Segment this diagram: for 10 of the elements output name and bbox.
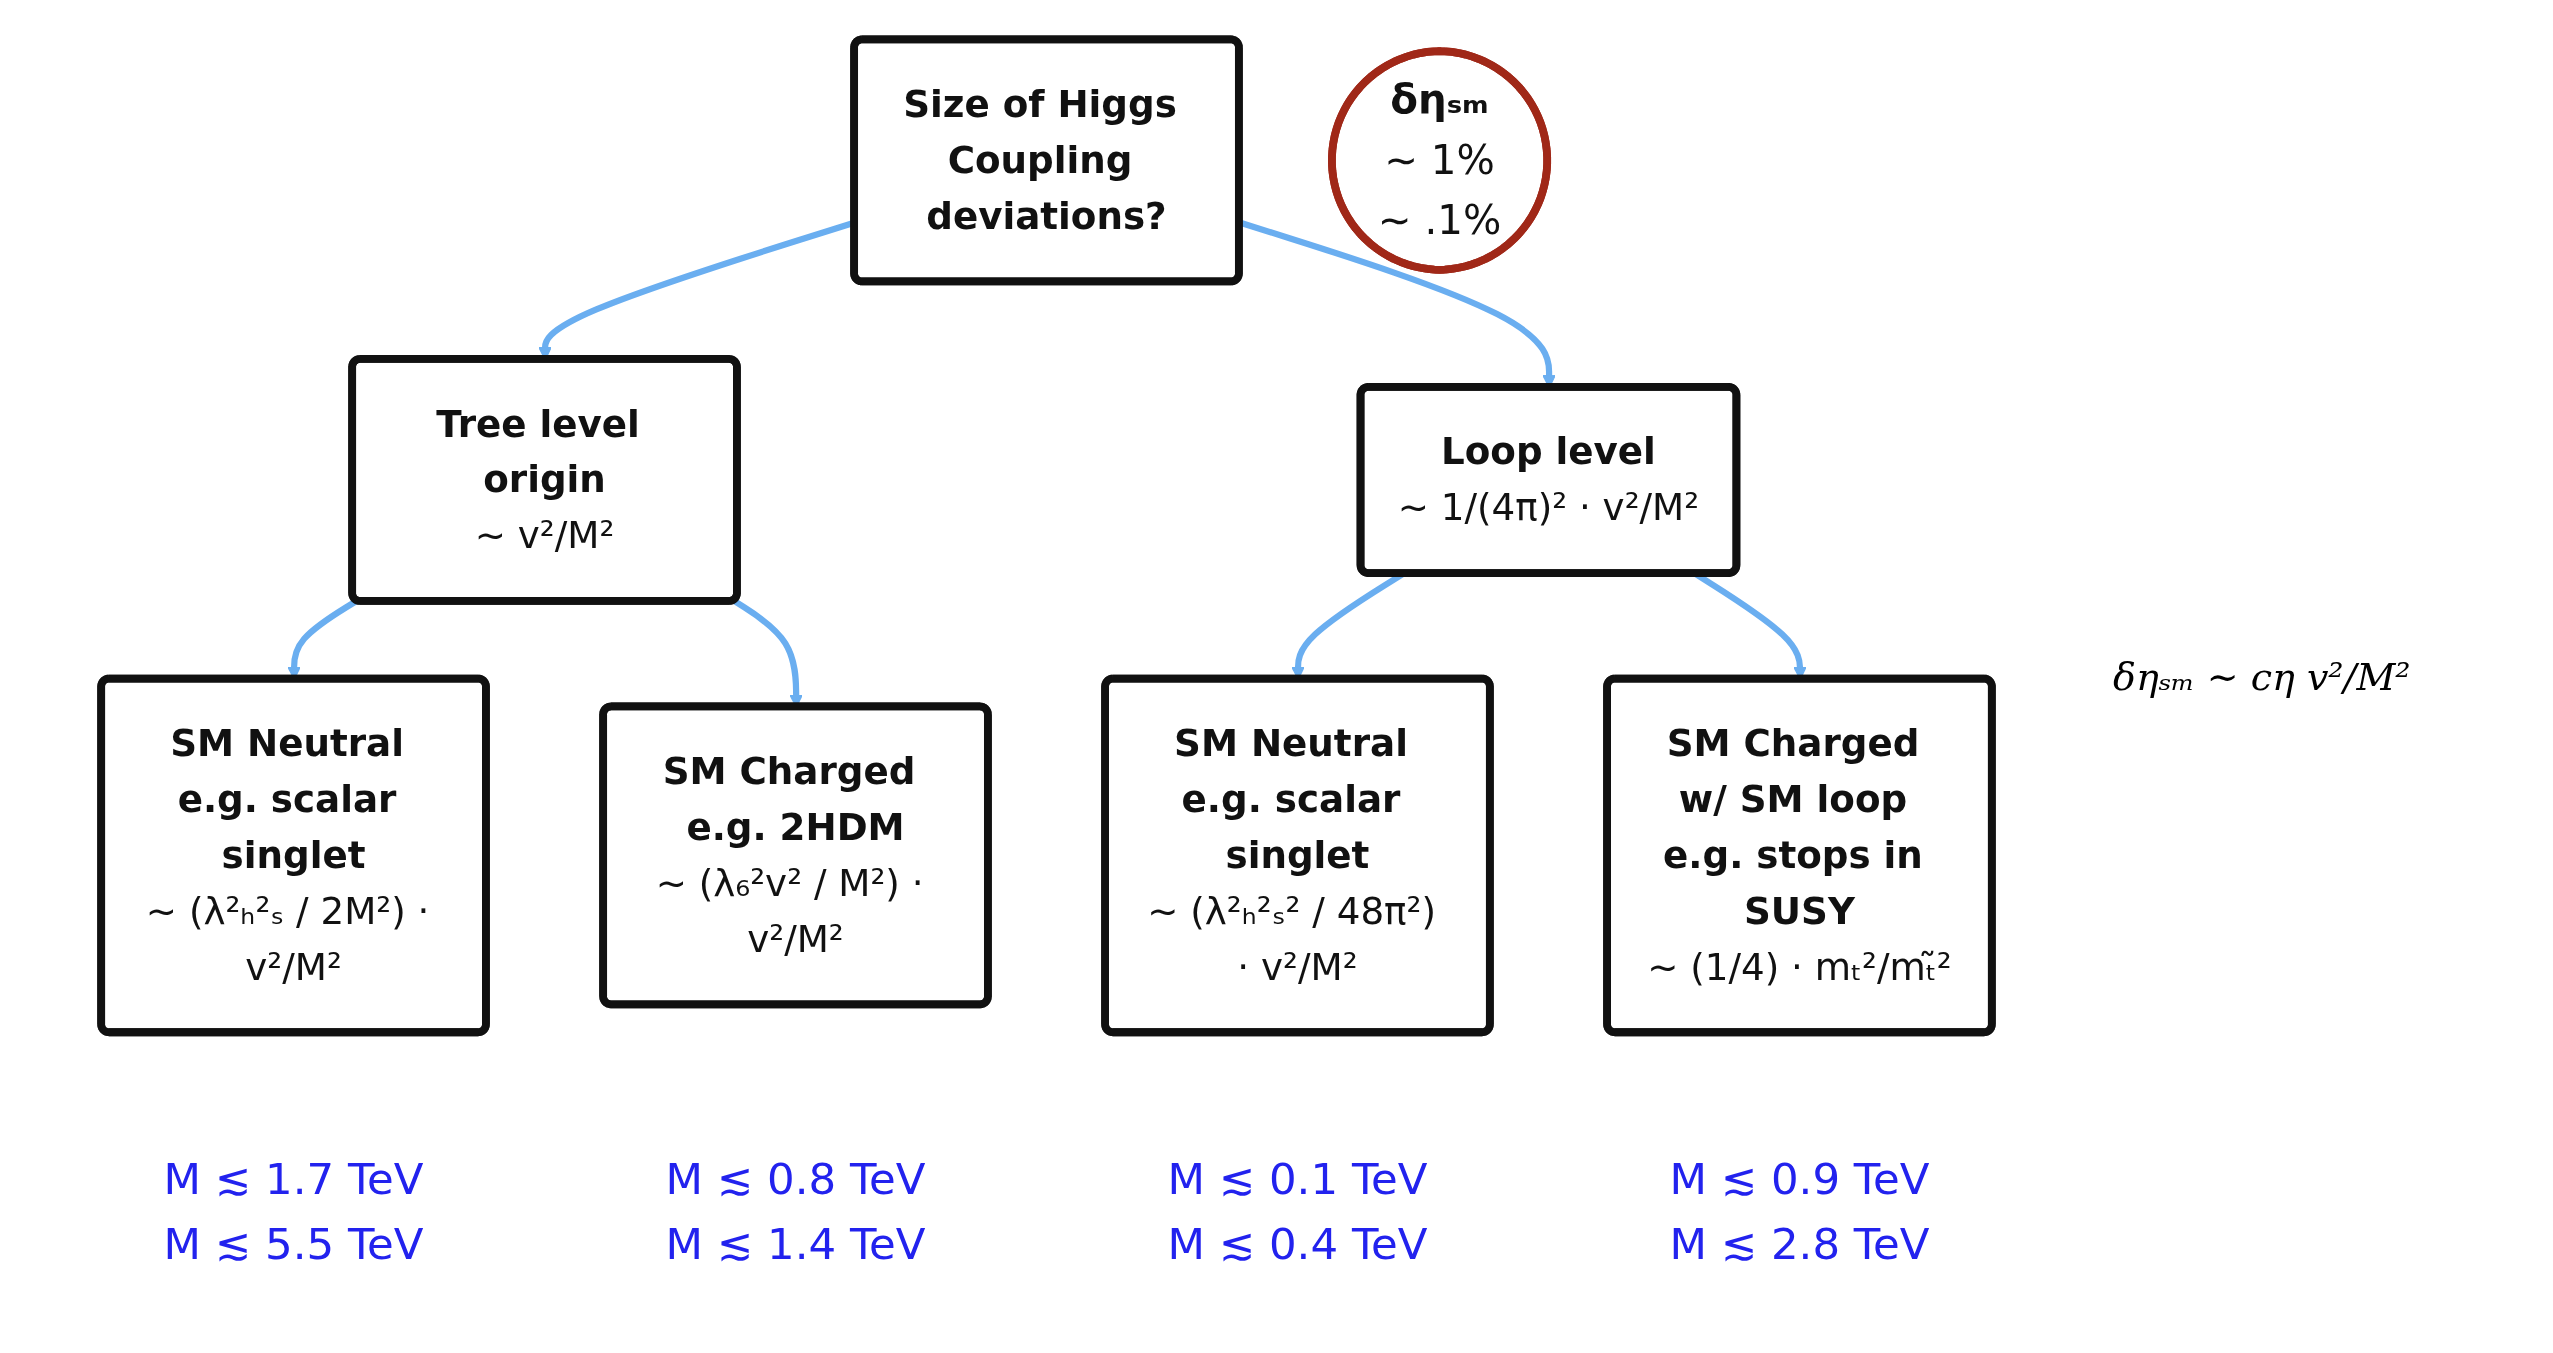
node-label: M ≲ 5.5 TeV [163,1217,424,1270]
node-label: M ≲ 0.1 TeV [1167,1152,1428,1204]
node-label: M ≲ 0.9 TeV [1669,1152,1930,1204]
flowchart: Size of Higgs Coupling deviations? δηₛₘ ∼ 1% ∼ .1% Tree level origin ∼ v²/M² Loop level ∼ 1/(4π)² · v²/M² SM Neutral e.g. scalar singlet ∼ (λ²ₕ²ₛ / 2M²) · v²/M² SM Charged e.g. 2HDM ∼ (λ₆²v² / M²) · v²/M² SM Neutral e.g. scalar singlet ∼ (λ²ₕ²ₛ² / 48π²) · v²/M² SM Charged w/ SM loop e.g. stops in SUSY ∼ (1/4) · mₜ²/mₜ̃² M ≲ 1.7 TeV M ≲ 5.5 TeV M ≲ 0.8 TeV M ≲ 1.4 TeV M ≲ 0.1 TeV M ≲ 0.4 TeV M ≲ 0.9 TeV M ≲ 2.8 TeV [0,26,2093,1327]
node-label: M ≲ 0.4 TeV [1167,1217,1428,1270]
formula-label: δηₛₘ ∼ cη v²/M² [2113,654,2412,699]
node-label: M ≲ 0.8 TeV [665,1152,926,1204]
node-label: M ≲ 1.7 TeV [163,1152,424,1204]
node-label: M ≲ 1.4 TeV [665,1217,926,1270]
node-label: M ≲ 2.8 TeV [1669,1217,1930,1270]
